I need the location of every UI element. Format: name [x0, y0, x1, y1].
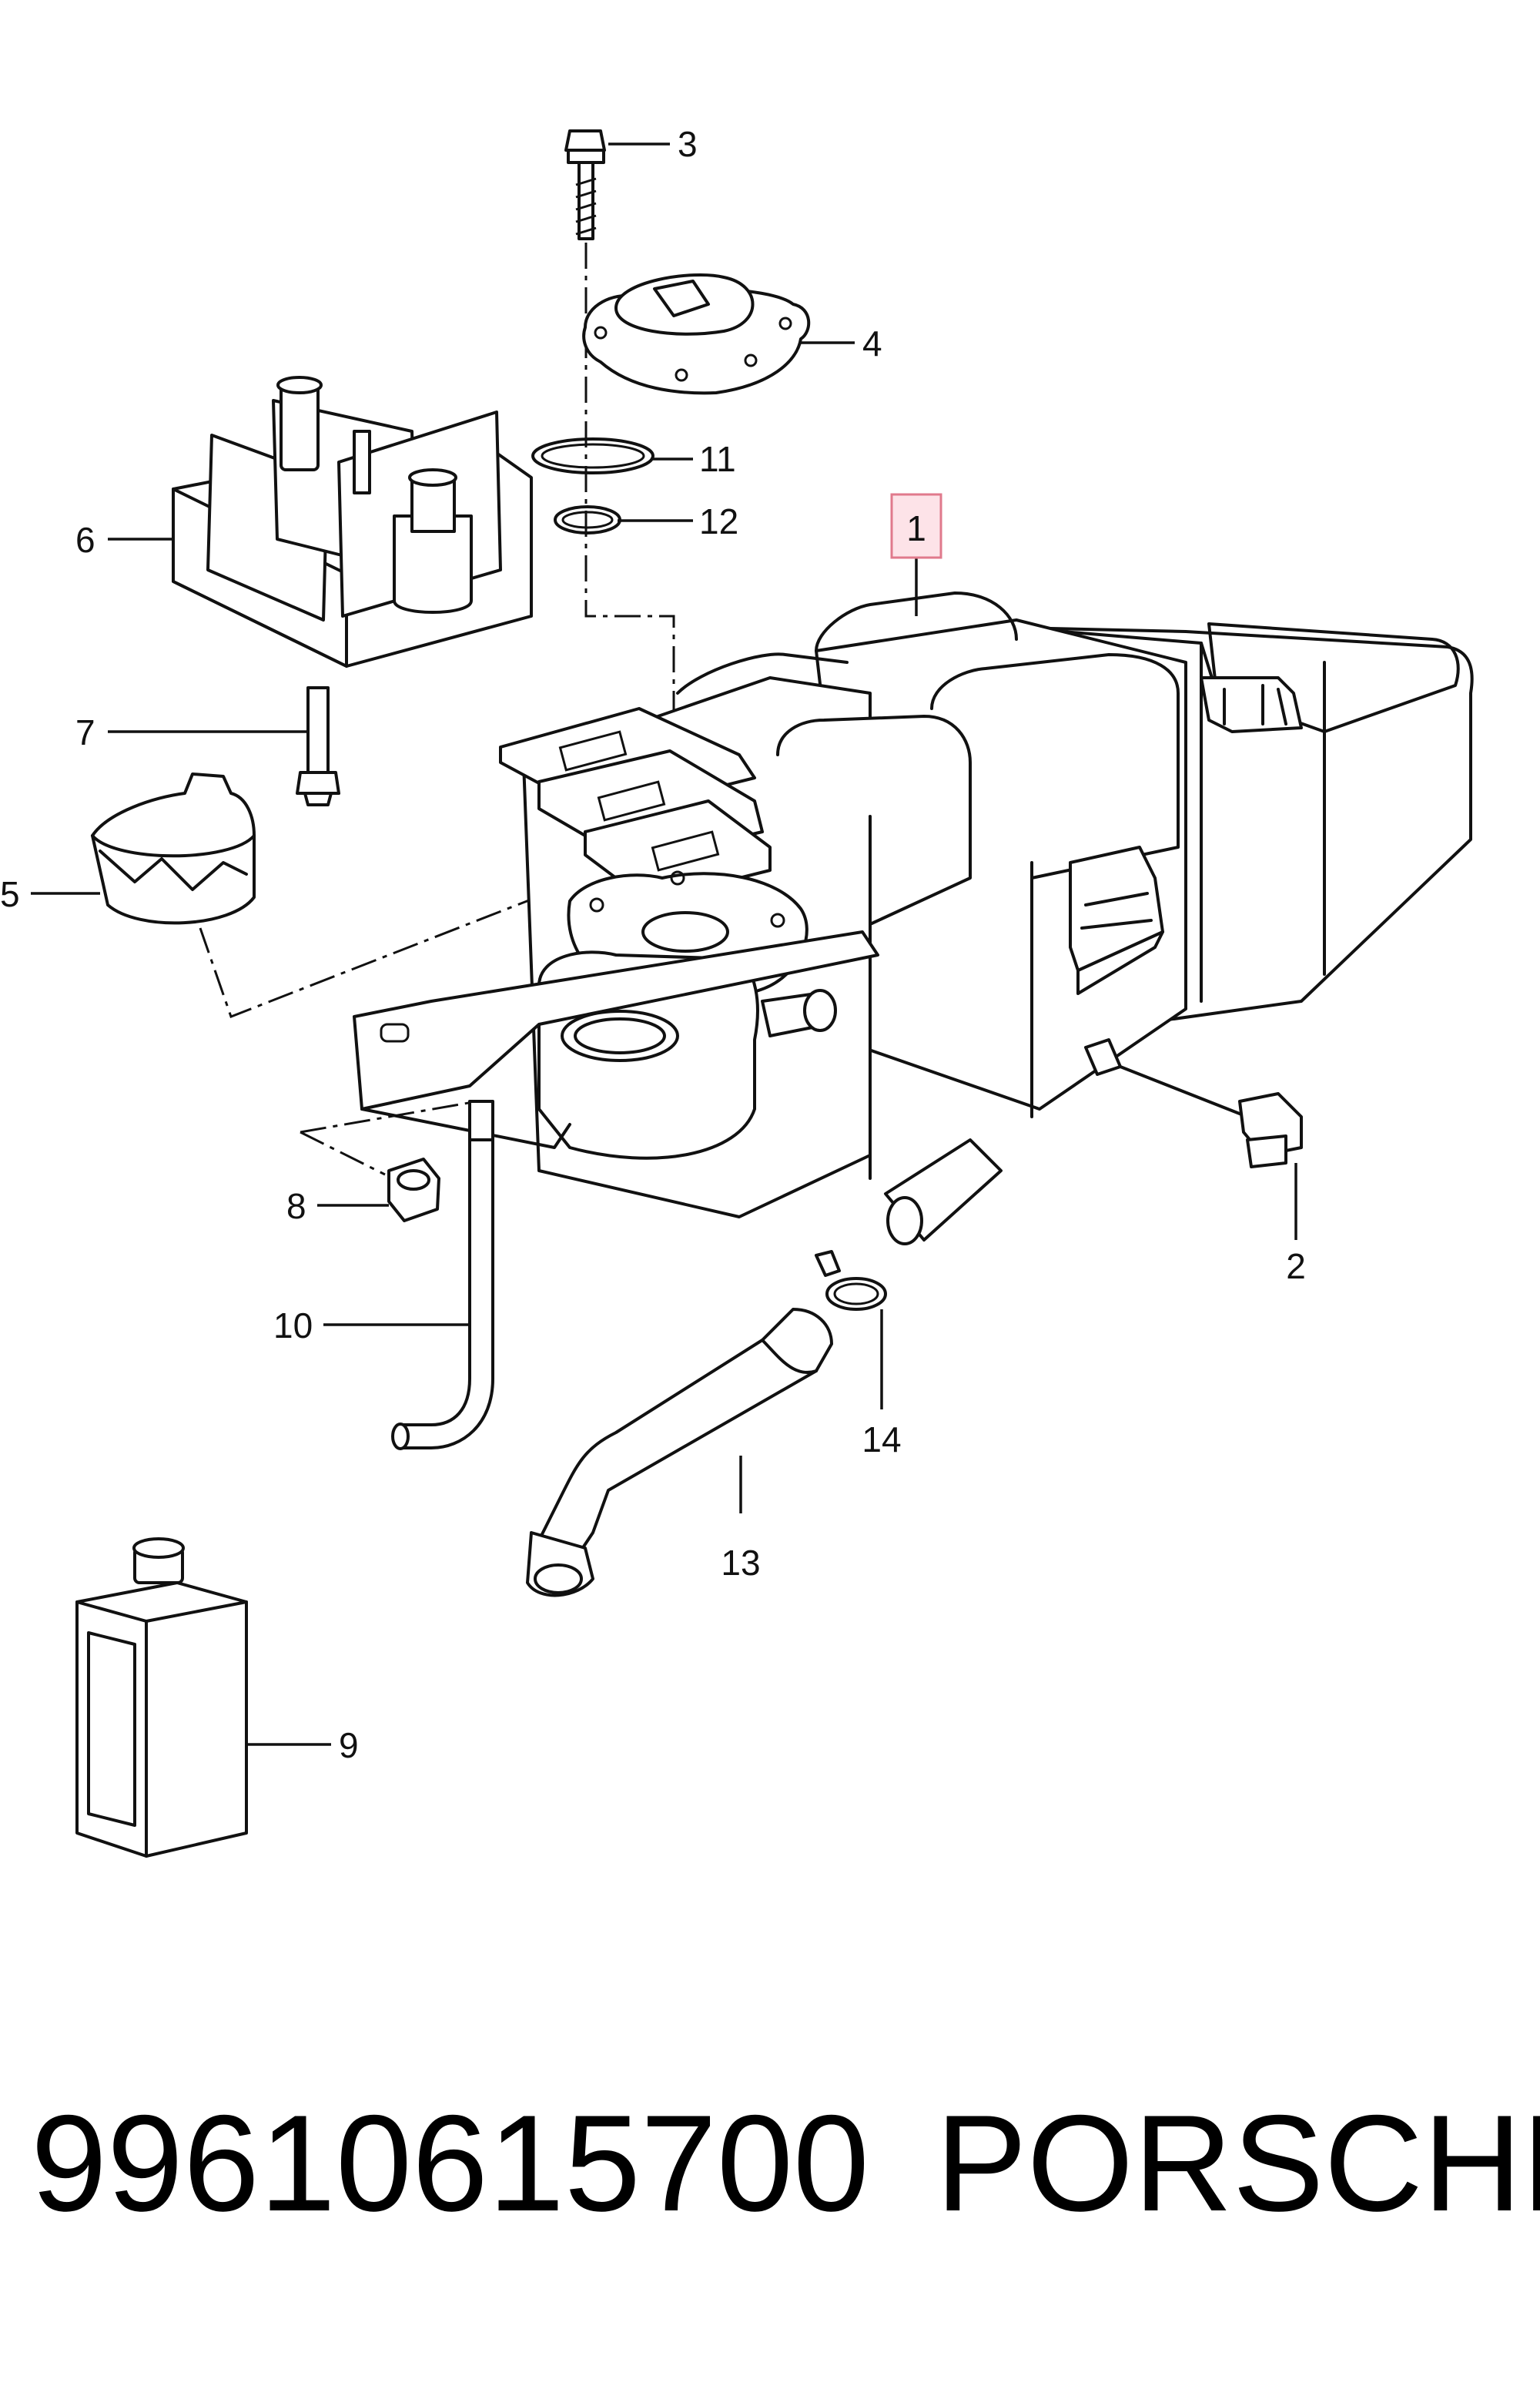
bolt-part-7: [296, 686, 340, 806]
callout-8[interactable]: 8: [286, 1186, 306, 1226]
callout-13[interactable]: 13: [721, 1543, 760, 1583]
callout-9[interactable]: 9: [339, 1725, 359, 1765]
filler-flange-part-4: [582, 273, 811, 395]
leader-lines: [31, 142, 1297, 1746]
expansion-tank-part-1: [353, 591, 1474, 1245]
hose-part-13: [526, 1308, 833, 1597]
callout-1[interactable]: 1: [906, 508, 926, 548]
callout-5[interactable]: 5: [0, 874, 20, 914]
sensor-part-2: [1084, 1038, 1303, 1168]
hose-clamp-part-14: [815, 1250, 887, 1311]
callout-14[interactable]: 14: [862, 1419, 901, 1459]
hose-part-10: [391, 1100, 494, 1450]
coolant-bottle-part-9: [75, 1537, 248, 1858]
callout-3[interactable]: 3: [678, 124, 698, 164]
brand-name: PORSCHE: [936, 2086, 1540, 2240]
callout-2[interactable]: 2: [1286, 1246, 1306, 1286]
bolt-part-3: [564, 129, 606, 240]
callout-6[interactable]: 6: [75, 520, 95, 560]
callout-12[interactable]: 12: [699, 501, 738, 541]
cover-part-6: [172, 376, 533, 668]
part-number: 99610615700: [31, 2086, 869, 2240]
filler-cap-part-5: [91, 772, 256, 925]
callout-highlight-box: [890, 493, 942, 559]
callout-10[interactable]: 10: [273, 1305, 313, 1345]
o-ring-part-12: [554, 505, 621, 535]
callout-11[interactable]: 11: [699, 439, 736, 479]
nut-part-8: [387, 1158, 440, 1222]
callout-7[interactable]: 7: [75, 712, 95, 752]
o-ring-part-11: [531, 437, 654, 474]
callout-4[interactable]: 4: [862, 323, 882, 364]
